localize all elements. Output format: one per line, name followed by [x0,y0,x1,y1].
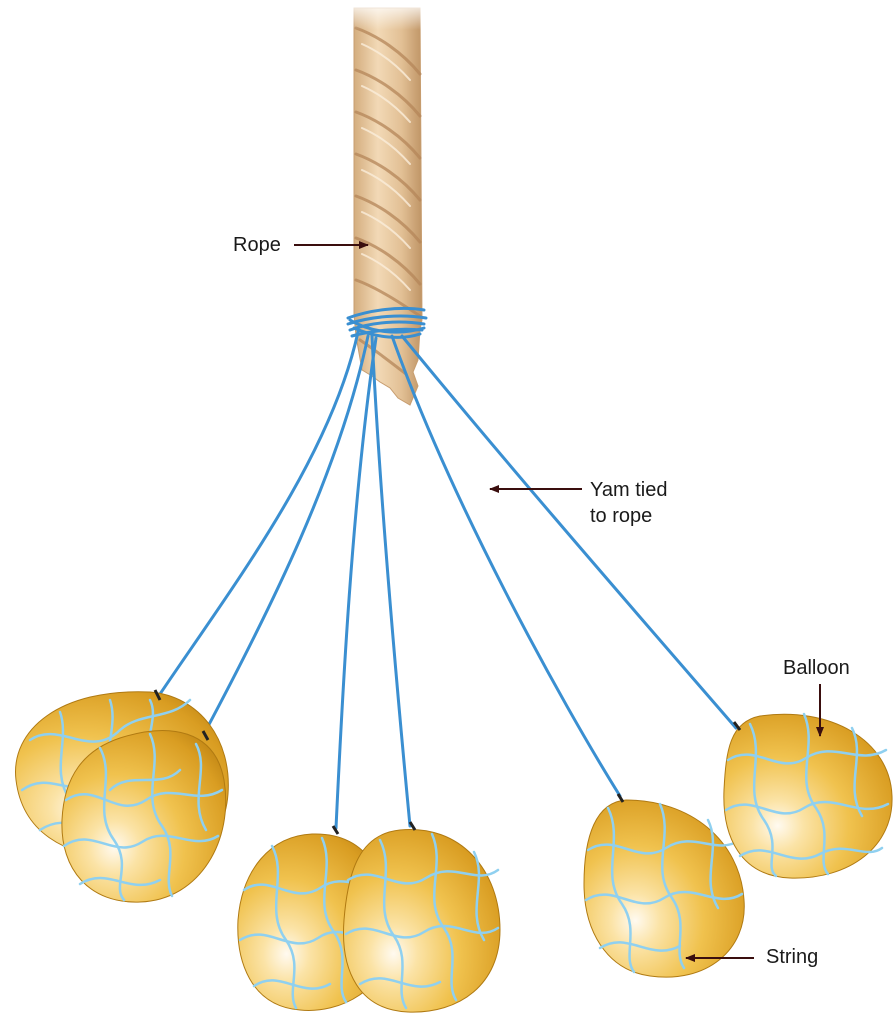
rope-body [354,8,422,405]
yarn-strand-6 [402,336,736,728]
balloon-5 [584,794,744,977]
yarn-label: Yam tied to rope [590,477,667,529]
string-label-text: String [766,944,818,970]
balloon-label-text: Balloon [783,655,850,681]
yarn-strand-5 [392,336,620,796]
balloon-4 [344,822,500,1012]
rope-label: Rope [233,232,281,258]
rope-label-text: Rope [233,232,281,258]
yarn-strand-4 [372,336,410,826]
yarn-strand-3 [336,338,376,828]
yarn-label-line2: to rope [590,503,667,529]
balloons [16,690,893,1012]
yarn-strand-1 [160,332,358,694]
balloon-label: Balloon [783,655,850,681]
balloon-6 [724,714,892,878]
string-label: String [766,944,818,970]
yarn-strands [160,332,736,828]
yarn-label-line1: Yam tied [590,477,667,503]
